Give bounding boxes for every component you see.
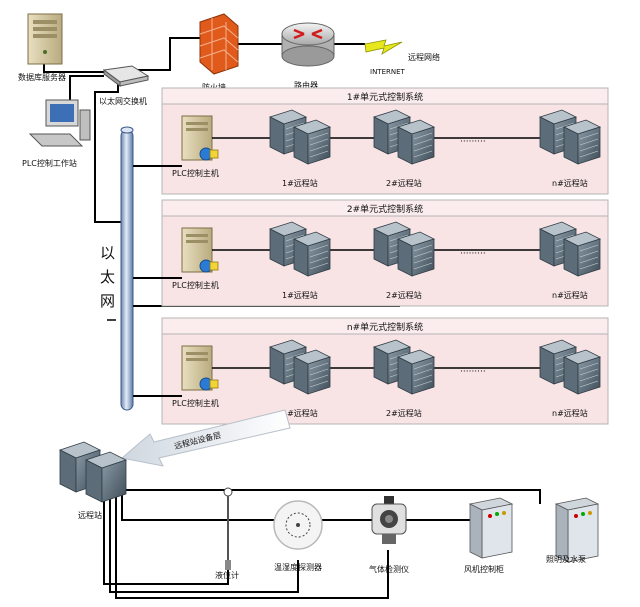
pump-cabinet-icon [554, 497, 600, 563]
link-switch-workstation [69, 75, 104, 100]
plc-host-label: PLC控制主机 [172, 280, 219, 290]
remote-station-rack-icon [538, 109, 602, 165]
remote-station-label: 1#远程站 [282, 290, 318, 300]
unit-panel: 1#单元式控制系统 PLC控制主机 1#远程站 2#远程站 n#远程站 ········· [133, 87, 609, 195]
remote-station-rack-icon [268, 109, 332, 165]
plc-host-icon [181, 345, 219, 391]
ethernet-switch-label: 以太网交换机 [99, 96, 147, 106]
plc-host-icon [181, 115, 219, 161]
remote-station-label: 2#远程站 [386, 178, 422, 188]
remote-station-rack-icon [372, 109, 436, 165]
database-server-icon [27, 13, 63, 65]
remote-station-label: 2#远程站 [386, 290, 422, 300]
remote-station-rack-icon [372, 339, 436, 395]
folder-icon [209, 379, 219, 389]
link-switch-backbone [94, 84, 121, 223]
device-label-gas: 气体检测仪 [369, 564, 409, 574]
remote-station-rack-icon [538, 339, 602, 395]
device-label-humidity: 温湿度探测器 [274, 562, 322, 572]
remote-station-label: 2#远程站 [386, 408, 422, 418]
remote-station-label: 1#远程站 [282, 178, 318, 188]
unit-panel: 2#单元式控制系统 PLC控制主机 1#远程站 2#远程站 n#远程站 ········· [133, 199, 609, 307]
folder-icon [209, 149, 219, 159]
firewall-label: 防火墙 [202, 82, 226, 92]
folder-icon [209, 261, 219, 271]
fan-cabinet-icon [468, 497, 514, 559]
wire-level-gauge [103, 490, 229, 585]
humidity-detector-icon [273, 500, 323, 550]
device-label-level-gauge: 液位计 [215, 570, 239, 580]
router-icon [281, 22, 335, 67]
remote-station-rack-icon [372, 221, 436, 277]
remote-station-label: n#远程站 [552, 178, 588, 188]
remote-station-rack-icon [268, 221, 332, 277]
device-label-pump: 照明及水泵 [546, 554, 586, 564]
unit-title-bar [161, 87, 609, 105]
unit-title: 2#单元式控制系统 [347, 203, 423, 215]
remote-network-label: 远程网络 [408, 52, 440, 62]
device-layer-arrow [120, 409, 291, 467]
unit-title: 1#单元式控制系统 [347, 91, 423, 103]
station-ellipsis: ········· [460, 367, 486, 377]
unit-title-bar [161, 317, 609, 335]
gas-detector-icon [371, 496, 407, 544]
database-server-label: 数据库服务器 [18, 72, 66, 82]
device-label-fan: 风机控制柜 [464, 564, 504, 574]
remote-station-rack-icon [58, 441, 128, 503]
wire-pump [122, 489, 541, 504]
remote-station-rack-icon [268, 339, 332, 395]
ethernet-label-2: 太 [100, 268, 115, 286]
lightning-icon [364, 39, 403, 55]
remote-station-label: 远程站 [78, 510, 102, 520]
unit-title: n#单元式控制系统 [347, 321, 423, 333]
unit-title-bar [161, 199, 609, 217]
ethernet-label-3: 网 [100, 292, 115, 310]
ethernet-backbone [120, 126, 134, 411]
plc-workstation-icon [28, 99, 91, 147]
firewall-icon [199, 13, 239, 75]
ethernet-switch-icon [102, 65, 150, 87]
remote-station-label: n#远程站 [552, 408, 588, 418]
plc-host-label: PLC控制主机 [172, 398, 219, 408]
station-ellipsis: ········· [460, 249, 486, 259]
plc-workstation-label: PLC控制工作站 [22, 158, 77, 168]
unit-panel: n#单元式控制系统 PLC控制主机 1#远程站 2#远程站 n#远程站 ········· [133, 317, 609, 425]
remote-station-label: n#远程站 [552, 290, 588, 300]
network-top-section: 数据库服务器 以太网交换机 PLC控制工作站 防火墙 [18, 13, 440, 223]
remote-station-label: 1#远程站 [282, 408, 318, 418]
level-gauge-icon [223, 487, 233, 570]
link-switch-firewall [132, 37, 200, 71]
router-label: 路由器 [294, 80, 318, 90]
plc-host-label: PLC控制主机 [172, 168, 219, 178]
device-layer: 远程站设备层 远程站 液位计 [58, 409, 600, 599]
wire-gas [115, 490, 389, 599]
wire-humidity [109, 490, 299, 593]
wire-fan [121, 490, 470, 521]
ethernet-label-1: 以 [100, 244, 115, 262]
remote-station-rack-icon [538, 221, 602, 277]
internet-label: INTERNET [370, 68, 406, 76]
station-ellipsis: ········· [460, 137, 486, 147]
